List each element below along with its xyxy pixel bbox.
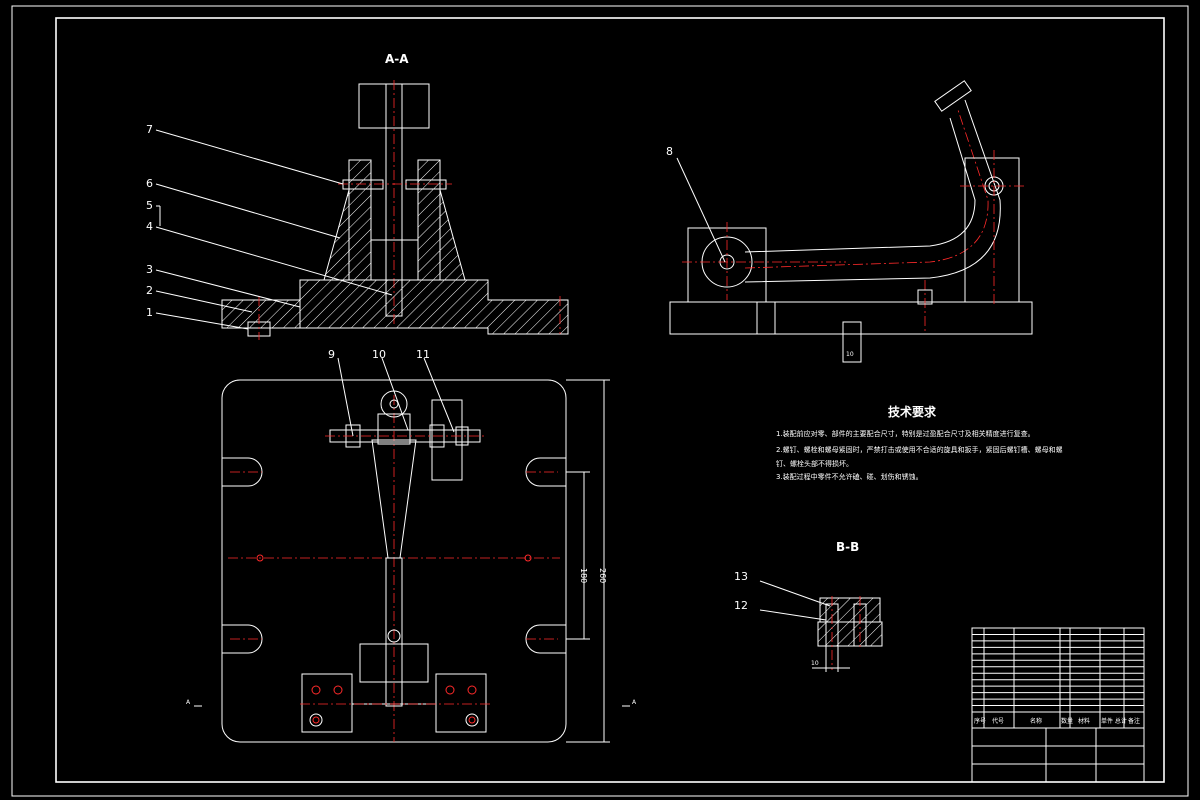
bb-upper-part [819,597,881,623]
part-label-2: 2 [146,284,153,297]
side-bracket [431,399,463,481]
aa-leaders [155,129,393,330]
dim-180: 180 [579,568,588,583]
leader-13 [759,580,831,607]
leader-12 [759,609,827,621]
header-qty: 数量 [1061,717,1073,725]
section-bb-title: B-B [836,540,859,554]
clamp-block-right [435,673,487,733]
lower-block [359,643,429,683]
bb-dimension: 10 [811,660,819,667]
section-marker-left: A [186,699,191,706]
base-left-extension [221,299,301,329]
bb-lower-part [817,621,883,647]
inner-frame [55,17,1165,783]
requirement-2-cont: 钉、螺栓头部不得损坏。 [776,459,853,468]
side-section-mark [842,321,862,363]
side-dimension: 10 [846,351,854,358]
part-label-7: 7 [146,123,153,136]
header-material: 材料 [1078,717,1090,725]
requirement-1: 1.装配前应对零、部件的主要配合尺寸，特别是过盈配合尺寸及相关精度进行复查。 [776,429,1035,438]
parts-list-frame [971,627,1145,783]
part-label-9: 9 [328,348,335,361]
plan-view: 180 260 A A 9 10 11 [186,348,637,743]
part-label-13: 13 [734,570,748,583]
section-aa-view: A-A [146,52,569,340]
lever-upper-edge [744,117,976,253]
left-upright [348,159,372,281]
header-index: 序号 [974,717,986,725]
part-label-1: 1 [146,306,153,319]
title-block: 序号 代号 名称 数量 材料 单件 总计 备注 [971,627,1145,783]
header-remarks: 备注 [1128,717,1140,725]
part-label-11: 11 [416,348,430,361]
leader-8 [676,157,726,263]
left-pin [342,179,384,190]
right-pin [405,179,447,190]
left-gusset [323,189,350,281]
part-label-8: 8 [666,145,673,158]
bom-header: 序号 代号 名称 数量 材料 单件 总计 备注 [974,717,1140,725]
part-label-10: 10 [372,348,386,361]
outer-frame [11,5,1189,797]
section-bb-view: B-B 10 13 12 [734,540,883,672]
leader-11 [423,357,455,433]
dim-260: 260 [598,568,607,583]
clamp-block-left [301,673,353,733]
side-base [669,301,1033,335]
right-support [964,157,1020,303]
right-gusset [439,189,466,281]
requirements-title: 技术要求 [888,404,937,419]
part-label-12: 12 [734,599,748,612]
section-marker-right: A [632,699,637,706]
leader-10 [381,357,409,431]
part-label-6: 6 [146,177,153,190]
bom-rows [972,633,1144,707]
part-label-5: 5 [146,199,153,212]
leader-9 [337,357,354,437]
section-aa-title: A-A [385,52,409,66]
header-weight: 单件 总计 [1101,717,1127,725]
right-upright [417,159,441,281]
part-label-4: 4 [146,220,153,233]
inner-box [370,239,419,281]
technical-requirements: 技术要求 1.装配前应对零、部件的主要配合尺寸，特别是过盈配合尺寸及相关精度进行… [776,404,1063,481]
side-view: 10 8 [666,80,1033,363]
header-code: 代号 [992,717,1004,725]
base-plate [299,279,569,335]
lever-tip [934,80,972,112]
requirement-2: 2.螺钉、螺栓和螺母紧固时，严禁打击或使用不合适的旋具和扳手，紧固后螺钉槽、螺母… [776,445,1063,454]
header-name: 名称 [1030,717,1042,725]
lever-lower-edge [744,99,1001,283]
part-label-3: 3 [146,263,153,276]
requirement-3: 3.装配过程中零件不允许磕、碰、划伤和锈蚀。 [776,472,923,481]
